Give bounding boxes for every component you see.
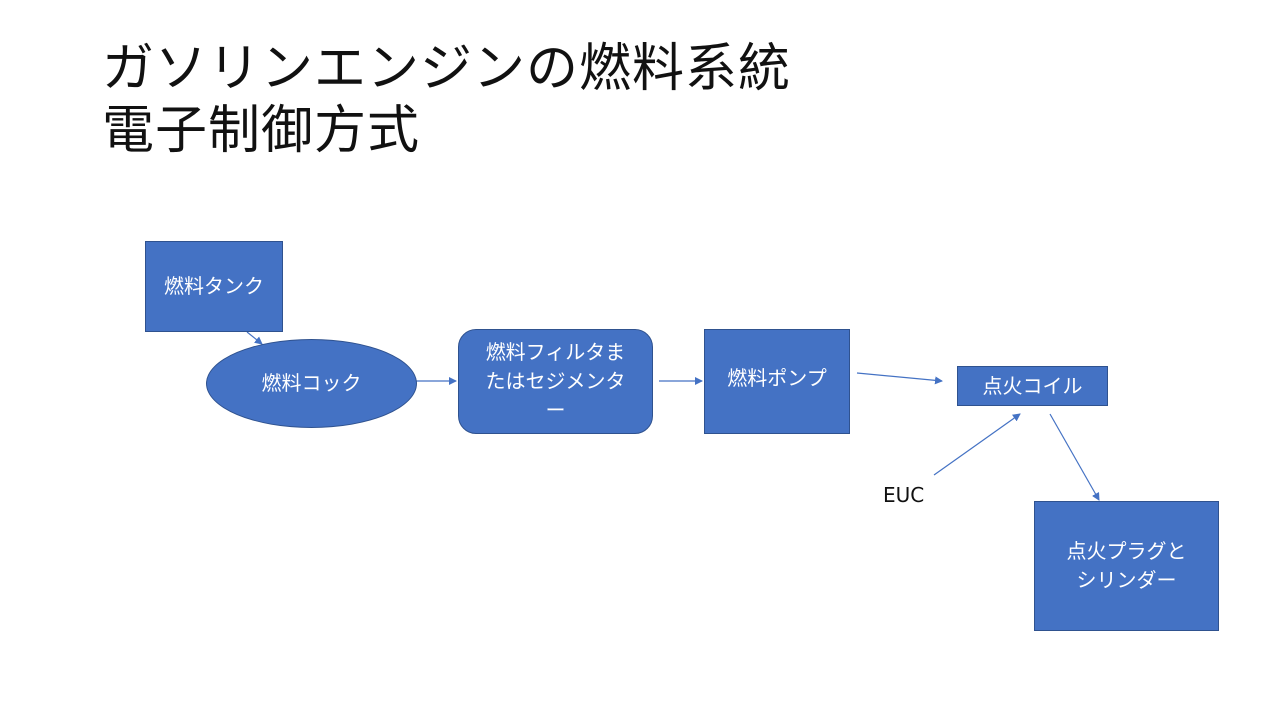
node-spark-plug-cylinder-label: 点火プラグとシリンダー [1066,539,1187,592]
node-fuel-filter-label: 燃料フィルタまたはセジメンター [485,340,626,422]
node-fuel-cock-label: 燃料コック [261,371,362,395]
title-line-2: 電子制御方式 [102,101,421,161]
node-ignition-coil-label: 点火コイル [982,373,1083,398]
node-fuel-pump[interactable]: 燃料ポンプ [704,329,850,434]
node-fuel-filter[interactable]: 燃料フィルタまたはセジメンター [458,329,653,434]
node-spark-plug-cylinder[interactable]: 点火プラグとシリンダー [1034,501,1219,631]
title-line-1: ガソリンエンジンの燃料系統 [102,39,792,99]
euc-label: EUC [883,483,925,507]
node-fuel-cock[interactable]: 燃料コック [206,339,417,428]
arrow-coil-to-plug [1049,413,1100,501]
arrow-euc-to-coil [933,413,1021,476]
arrow-tank-to-cock [246,331,263,345]
arrow-pump-to-coil [856,372,943,385]
node-fuel-pump-label: 燃料ポンプ [727,366,827,390]
node-fuel-tank[interactable]: 燃料タンク [145,241,283,332]
node-fuel-tank-label: 燃料タンク [164,274,264,298]
slide-title: ガソリンエンジンの燃料系統 電子制御方式 [102,38,791,162]
node-ignition-coil[interactable]: 点火コイル [957,366,1108,406]
